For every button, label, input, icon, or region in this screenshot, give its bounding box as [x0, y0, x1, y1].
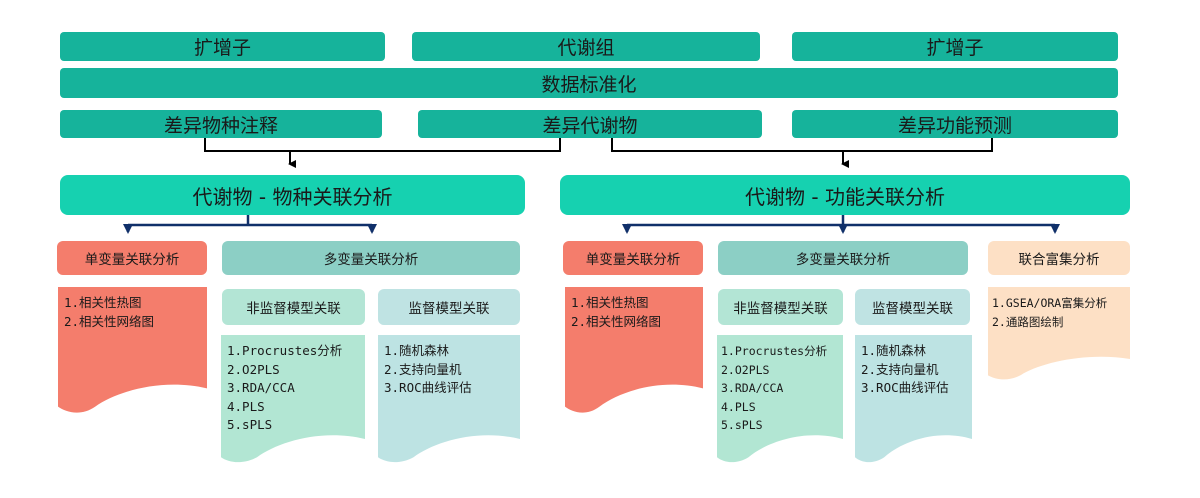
enrichment-label: 联合富集分析 — [988, 241, 1130, 275]
multivariate-label-left: 多变量关联分析 — [222, 241, 520, 275]
supervised-label-right: 监督模型关联 — [855, 289, 970, 325]
list-item: 1.随机森林 — [861, 343, 927, 358]
unsupervised-label-right: 非监督模型关联 — [718, 289, 843, 325]
diff-function-box: 差异功能预测 — [792, 110, 1118, 138]
list-item: 5.sPLS — [721, 418, 763, 432]
diff-species-box: 差异物种注释 — [60, 110, 382, 138]
metabolite-function-title: 代谢物 - 功能关联分析 — [560, 175, 1130, 215]
list-item: 2.相关性网络图 — [64, 313, 155, 329]
univariate-label-right: 单变量关联分析 — [563, 241, 703, 275]
list-item: 1.GSEA/ORA富集分析 — [992, 296, 1108, 310]
univariate-doc-right: 1.相关性热图 2.相关性网络图 — [565, 287, 703, 417]
list-item: 2.O2PLS — [721, 362, 770, 377]
list-item: 1.Procrustes分析 — [721, 344, 828, 358]
metabolome-box: 代谢组 — [412, 32, 760, 61]
univariate-label-left: 单变量关联分析 — [57, 241, 207, 275]
multivariate-label-right: 多变量关联分析 — [718, 241, 968, 275]
univariate-doc-left: 1.相关性热图 2.相关性网络图 — [58, 287, 207, 417]
list-item: 2.通路图绘制 — [992, 314, 1064, 329]
list-item: 1.随机森林 — [384, 343, 450, 358]
list-item: 3.ROC曲线评估 — [384, 380, 472, 395]
list-item: 1.Procrustes分析 — [227, 343, 343, 358]
list-item: 1.相关性热图 — [64, 295, 142, 310]
supervised-doc-right: 1.随机森林 2.支持向量机 3.ROC曲线评估 — [855, 335, 972, 465]
list-item: 3.RDA/CCA — [721, 381, 784, 395]
list-item: 5.sPLS — [227, 417, 273, 432]
unsupervised-doc-right: 1.Procrustes分析 2.O2PLS 3.RDA/CCA 4.PLS 5.sPL… — [717, 335, 843, 465]
list-item: 4.PLS — [721, 399, 756, 414]
list-item: 2.支持向量机 — [861, 361, 939, 377]
diff-metabolite-box: 差异代谢物 — [418, 110, 762, 138]
list-item: 2.O2PLS — [227, 361, 280, 377]
supervised-doc-left: 1.随机森林 2.支持向量机 3.ROC曲线评估 — [378, 335, 520, 465]
list-item: 2.相关性网络图 — [571, 313, 662, 329]
list-item: 3.ROC曲线评估 — [861, 380, 949, 395]
list-item: 1.相关性热图 — [571, 295, 649, 310]
list-item: 2.支持向量机 — [384, 361, 462, 377]
unsupervised-label-left: 非监督模型关联 — [222, 289, 365, 325]
enrichment-doc: 1.GSEA/ORA富集分析 2.通路图绘制 — [988, 287, 1130, 383]
list-item: 3.RDA/CCA — [227, 380, 295, 395]
amplicon-box-right: 扩增子 — [792, 32, 1118, 61]
supervised-label-left: 监督模型关联 — [378, 289, 520, 325]
unsupervised-doc-left: 1.Procrustes分析 2.O2PLS 3.RDA/CCA 4.PLS 5.sPL… — [221, 335, 365, 465]
list-item: 4.PLS — [227, 398, 265, 414]
metabolite-species-title: 代谢物 - 物种关联分析 — [60, 175, 525, 215]
normalize-box: 数据标准化 — [60, 68, 1118, 98]
amplicon-box-left: 扩增子 — [60, 32, 385, 61]
